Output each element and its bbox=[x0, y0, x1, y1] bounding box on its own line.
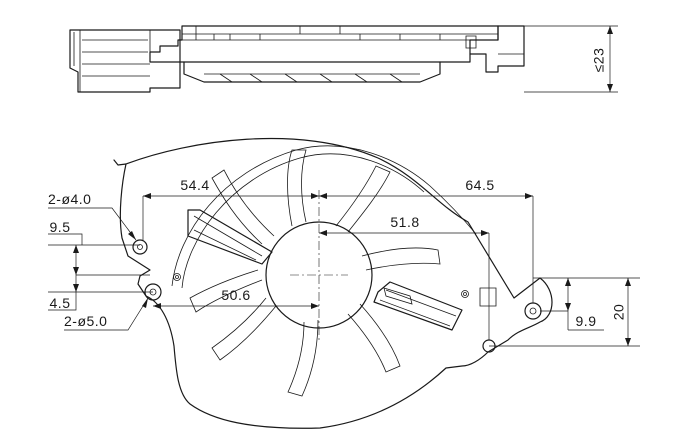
dim-hub-to-lower-left-hole: 50.6 bbox=[221, 287, 250, 303]
dim-hub-to-left-hole: 54.4 bbox=[180, 177, 209, 193]
callout-large-holes: 2-ø5.0 bbox=[64, 313, 107, 329]
callout-small-holes: 2-ø4.0 bbox=[48, 191, 91, 207]
dim-right-vertical-span: 20 bbox=[611, 304, 627, 321]
dim-hub-to-right-hole: 64.5 bbox=[465, 177, 494, 193]
height-max-label: ≤23 bbox=[591, 48, 607, 73]
dim-left-offset-lower: 4.5 bbox=[50, 295, 71, 311]
top-view: 54.4 64.5 51.8 50.6 9.5 4.5 2-ø bbox=[48, 137, 640, 429]
housing-outline bbox=[113, 137, 553, 429]
dim-left-offset-upper: 9.5 bbox=[50, 219, 71, 235]
mount-hole-small-left bbox=[132, 239, 148, 255]
side-view: ≤23 bbox=[69, 25, 618, 93]
dim-hub-to-right-lower-hole: 51.8 bbox=[390, 214, 419, 230]
dim-right-hole-offset: 9.9 bbox=[576, 313, 597, 329]
impeller-blades bbox=[189, 149, 441, 397]
mount-hole-large-right bbox=[524, 302, 542, 320]
